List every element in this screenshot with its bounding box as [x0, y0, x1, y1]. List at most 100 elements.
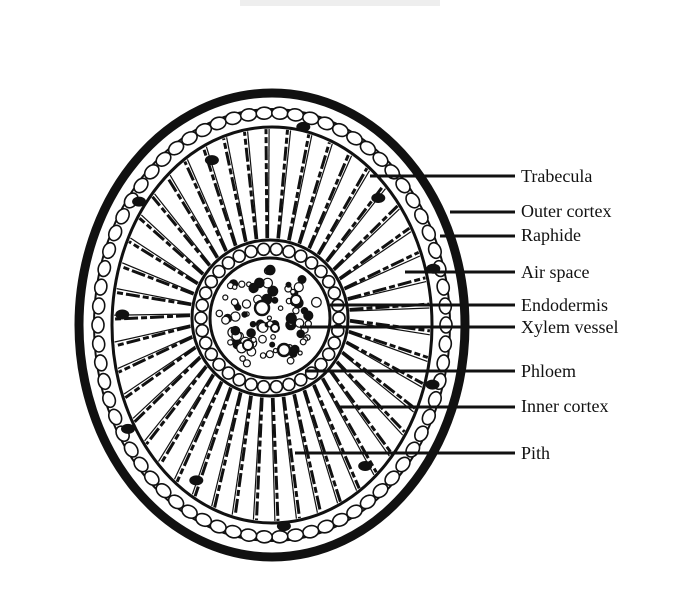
stele-cell: [291, 289, 296, 294]
inner-cortex-cell: [306, 257, 318, 269]
callout-labels: Trabecula Outer cortex Raphide Air space…: [521, 166, 618, 463]
stele-cell: [267, 316, 271, 320]
stele-cell: [291, 345, 299, 353]
raphide-deposit: [371, 193, 385, 203]
stele-cell: [297, 330, 304, 337]
stele-cell: [286, 282, 291, 287]
raphide-deposit: [121, 424, 135, 434]
inner-cortex-cell: [222, 257, 234, 269]
stele-cell: [266, 351, 273, 358]
inner-cortex-cell: [328, 287, 340, 299]
outer-cortex-cell: [256, 107, 273, 120]
stele-cell: [259, 335, 267, 343]
inner-cortex-cell: [258, 381, 270, 393]
raphide-deposit: [189, 475, 203, 485]
stele-cell: [240, 356, 245, 361]
stele-cell: [286, 313, 296, 323]
inner-cortex-cell: [315, 266, 327, 278]
stele-cell: [312, 298, 322, 308]
raphide-deposit: [296, 122, 310, 132]
outer-cortex-cell: [272, 530, 289, 543]
outer-cortex-cell: [256, 530, 273, 543]
outer-cortex-cell: [92, 297, 105, 314]
stele-cell: [278, 306, 282, 310]
outer-cortex-cell: [272, 107, 289, 120]
pith-cell: [271, 324, 279, 332]
inner-cortex-cell: [205, 348, 217, 360]
inner-cortex-cell: [323, 348, 335, 360]
outer-cortex-cell: [439, 335, 452, 352]
raphide-deposit: [358, 461, 372, 471]
stele-cell: [231, 299, 237, 305]
stele-cell: [294, 283, 303, 292]
raphide-deposit: [277, 521, 291, 531]
stele-cell: [223, 295, 228, 300]
inner-cortex-cell: [333, 312, 345, 324]
inner-cortex-cell: [295, 250, 307, 262]
raphide-deposit: [426, 380, 440, 390]
inner-cortex-cell: [295, 374, 307, 386]
inner-cortex-cell: [233, 250, 245, 262]
stele-cell: [249, 283, 258, 292]
label-air-space: Air space: [521, 262, 589, 282]
raphide-deposit: [115, 310, 129, 320]
stele-cell: [300, 339, 306, 345]
inner-cortex-cell: [196, 299, 208, 311]
scan-artifact: [240, 0, 440, 6]
stele-cell: [233, 285, 237, 289]
outer-cortex-cell: [440, 317, 452, 333]
inner-cortex-cell: [213, 266, 225, 278]
stele-cell: [287, 357, 294, 364]
inner-cortex-cell: [315, 359, 327, 371]
label-raphide: Raphide: [521, 225, 581, 245]
stele-cell: [266, 265, 275, 274]
inner-cortex-cell: [323, 276, 335, 288]
inner-cortex-cell: [222, 367, 234, 379]
stele-cell: [304, 311, 313, 320]
label-inner-cortex: Inner cortex: [521, 396, 608, 416]
raphide-deposit: [132, 197, 146, 207]
stele-cell: [250, 322, 255, 327]
stele-cell: [272, 298, 278, 304]
stele-cell: [216, 310, 222, 316]
outer-cortex-cell: [92, 335, 105, 352]
inner-cortex-cell: [328, 337, 340, 349]
inner-cortex-cell: [283, 246, 295, 258]
raphide-deposit: [205, 155, 219, 165]
stele-cell: [242, 312, 247, 317]
xylem-vessel: [278, 344, 290, 356]
inner-cortex-cell: [233, 374, 245, 386]
inner-cortex-cell: [200, 337, 212, 349]
xylem-vessel: [243, 340, 253, 350]
label-trabecula: Trabecula: [521, 166, 592, 186]
label-outer-cortex: Outer cortex: [521, 201, 611, 221]
stele-cell: [293, 308, 299, 314]
inner-cortex-cell: [283, 378, 295, 390]
xylem-vessel: [291, 295, 301, 305]
label-endodermis: Endodermis: [521, 295, 608, 315]
inner-cortex-cell: [258, 243, 270, 255]
stele-cell: [239, 281, 245, 287]
stele-cell: [242, 300, 250, 308]
inner-cortex-cell: [205, 276, 217, 288]
stele-cell: [231, 327, 239, 335]
stele-cell: [270, 342, 275, 347]
label-phloem: Phloem: [521, 361, 576, 381]
inner-cortex-cell: [270, 381, 282, 393]
inner-cortex-cell: [245, 246, 257, 258]
stele-cell: [222, 316, 230, 324]
inner-cortex-cell: [270, 243, 282, 255]
stele-cell: [271, 335, 276, 340]
inner-cortex-cell: [200, 287, 212, 299]
inner-cortex-cell: [195, 312, 207, 324]
inner-cortex-cell: [306, 367, 318, 379]
stele-cell: [247, 329, 255, 337]
trabecula-strand: [269, 129, 270, 238]
inner-cortex-cell: [213, 359, 225, 371]
stele-cell: [228, 340, 233, 345]
stele-cell: [260, 353, 265, 358]
inner-cortex-cell: [196, 325, 208, 337]
label-pith: Pith: [521, 443, 550, 463]
outer-cortex-cell: [92, 317, 104, 333]
